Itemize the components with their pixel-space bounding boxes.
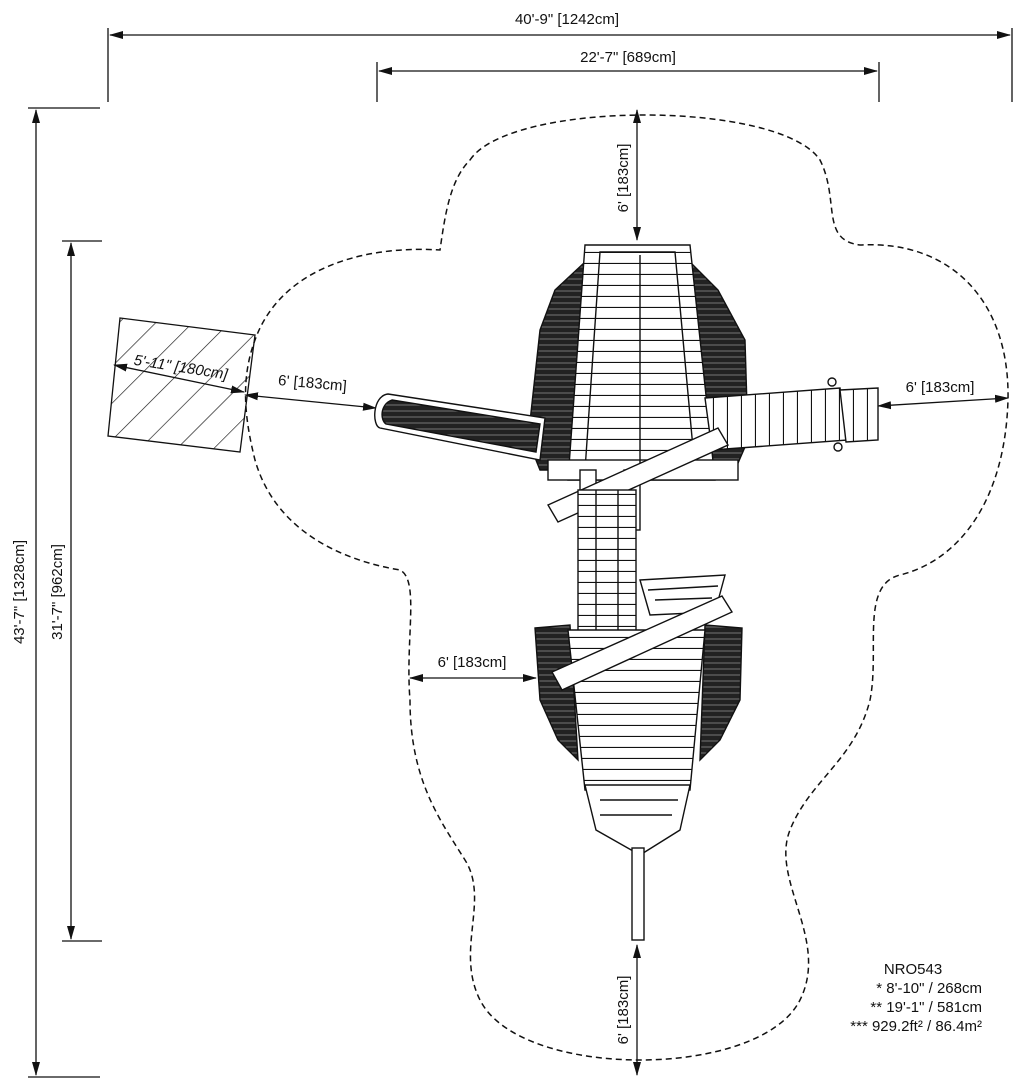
dimension-inner-width: 22'-7" [689cm] — [376, 49, 880, 102]
overall-width-label: 40'-9" [1242cm] — [515, 11, 619, 28]
model-number: NRO543 — [883, 961, 943, 978]
clearance-middle-label: 6' [183cm] — [438, 654, 507, 671]
inner-depth-label: 31'-7" [962cm] — [49, 544, 66, 640]
tube-slide — [374, 393, 546, 461]
dimension-clearance-middle: 6' [183cm] — [409, 654, 537, 682]
clearance-left-label: 6' [183cm] — [277, 372, 347, 395]
upper-deck-structure — [527, 244, 749, 531]
overall-depth-label: 43'-7" [1328cm] — [11, 540, 28, 644]
lower-diagonal-beam — [551, 595, 734, 691]
connecting-bridge — [577, 489, 637, 641]
safety-zone-outline — [244, 114, 1009, 1061]
spec-line-1: * 8'-10" / 268cm — [876, 980, 982, 997]
spec-line-3: *** 929.2ft² / 86.4m² — [850, 1018, 982, 1035]
hatched-use-zone — [107, 317, 256, 453]
dimension-clearance-top: 6' [183cm] — [615, 109, 641, 241]
clearance-right-label: 6' [183cm] — [906, 379, 975, 396]
dimension-overall-width: 40'-9" [1242cm] — [107, 11, 1013, 102]
dimension-inner-depth: 31'-7" [962cm] — [49, 240, 102, 942]
clearance-top-label: 6' [183cm] — [615, 144, 632, 213]
dimension-clearance-right: 6' [183cm] — [877, 379, 1009, 410]
right-ramp — [704, 377, 879, 452]
spec-legend: NRO543 * 8'-10" / 268cm ** 19'-1" / 581c… — [782, 960, 982, 1036]
dimension-clearance-bottom: 6' [183cm] — [615, 944, 641, 1076]
spec-line-2: ** 19'-1" / 581cm — [870, 999, 982, 1016]
dimension-clearance-left: 6' [183cm] — [244, 372, 377, 411]
dimension-overall-depth: 43'-7" [1328cm] — [11, 107, 100, 1078]
inner-width-label: 22'-7" [689cm] — [580, 49, 676, 66]
lower-deck-structure — [534, 574, 743, 941]
clearance-bottom-label: 6' [183cm] — [615, 976, 632, 1045]
